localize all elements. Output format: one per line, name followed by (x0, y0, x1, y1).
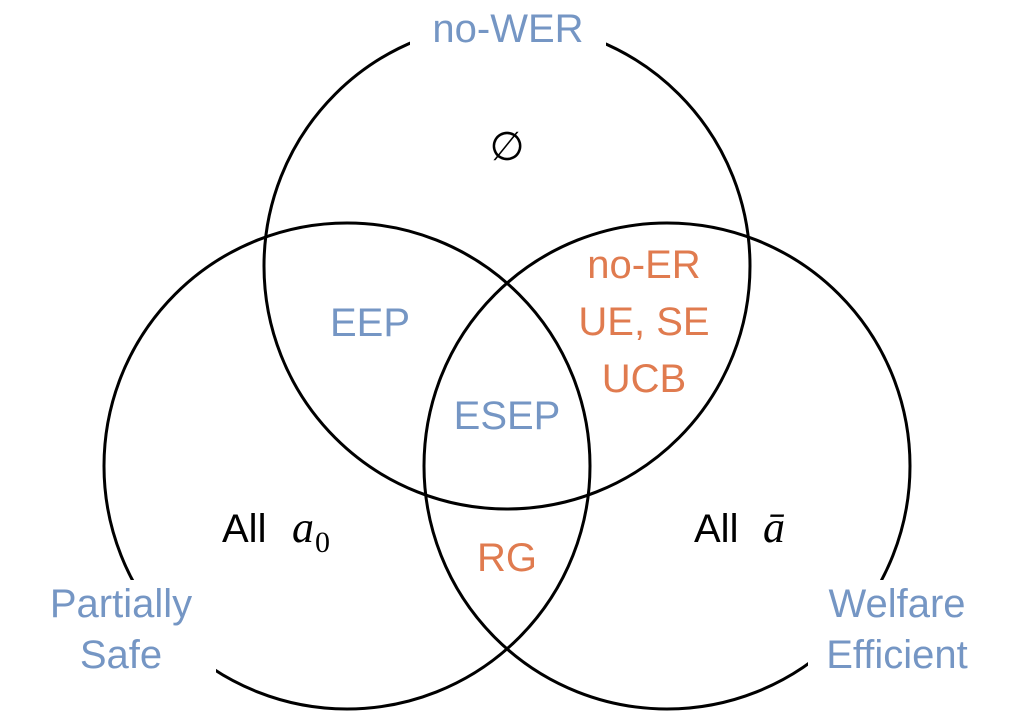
eep-label: EEP (330, 301, 410, 345)
top-label-backing (410, 5, 606, 51)
welfare-efficient-circle (422, 221, 912, 711)
welfare-efficient-label-line2: Efficient (826, 633, 968, 677)
all-a0-symbol: a (292, 503, 314, 552)
all-abar-label: All ā (694, 503, 785, 552)
esep-label: ESEP (454, 394, 561, 438)
no-er-label: no-ER (587, 243, 700, 287)
all-a0-subscript: 0 (315, 526, 330, 559)
no-wer-label: no-WER (432, 7, 583, 51)
all-a0-prefix: All (222, 507, 266, 551)
all-abar-prefix: All (694, 507, 738, 551)
welfare-efficient-label-line1: Welfare (828, 582, 965, 626)
rg-label: RG (477, 536, 537, 580)
ucb-label: UCB (602, 357, 686, 401)
empty-set-label: ∅ (490, 125, 525, 169)
partially-safe-label-line1: Partially (50, 582, 192, 626)
partially-safe-circle (102, 221, 592, 711)
all-a0-label: All a 0 (222, 503, 330, 559)
all-abar-symbol: ā (763, 503, 785, 552)
left-label-backing (30, 580, 216, 680)
right-label-backing (808, 580, 990, 680)
partially-safe-label-line2: Safe (80, 633, 162, 677)
ue-se-label: UE, SE (578, 300, 709, 344)
